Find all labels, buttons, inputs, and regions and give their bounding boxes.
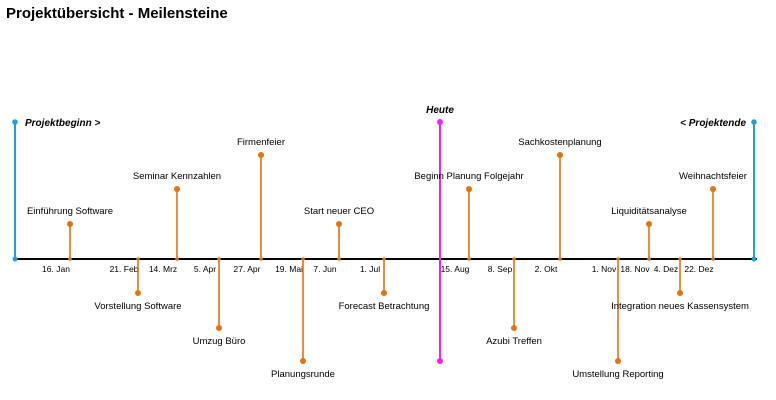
milestone-label: Planungsrunde (271, 369, 335, 380)
milestone-dot (381, 290, 387, 296)
tick-label: 14. Mrz (149, 264, 177, 274)
milestone-label: Einführung Software (27, 206, 113, 217)
milestone-label: Azubi Treffen (486, 336, 542, 347)
milestone-dot (258, 152, 264, 158)
tick-label: 2. Okt (535, 264, 558, 274)
milestone-label: Weihnachtsfeier (679, 171, 747, 182)
page-title: Projektübersicht - Meilensteine (6, 5, 228, 22)
milestone-dot (216, 325, 222, 331)
tick-label: 21. Feb (110, 264, 139, 274)
milestone-label: Umzug Büro (193, 336, 246, 347)
milestone-dot (336, 221, 342, 227)
milestone-label: Firmenfeier (237, 137, 285, 148)
today-bottom-dot (437, 358, 443, 364)
milestone-dot (300, 358, 306, 364)
tick-label: 18. Nov (620, 264, 650, 274)
milestone-dot (135, 290, 141, 296)
milestone-label: Start neuer CEO (304, 206, 374, 217)
tick-label: 4. Dez (654, 264, 679, 274)
milestone-dot (646, 221, 652, 227)
boundary-axis-dot (12, 256, 18, 262)
milestone-label: Liquiditätsanalyse (611, 206, 687, 217)
tick-label: 1. Jul (360, 264, 380, 274)
milestone-label: Seminar Kennzahlen (133, 171, 221, 182)
tick-label: 27. Apr (234, 264, 261, 274)
milestone-dot (557, 152, 563, 158)
today-top-dot (437, 119, 443, 125)
milestone-label: Vorstellung Software (94, 301, 181, 312)
milestone-dot (677, 290, 683, 296)
tick-label: 16. Jan (42, 264, 70, 274)
milestone-dot (710, 186, 716, 192)
tick-label: 15. Aug (441, 264, 470, 274)
milestone-label: Sachkostenplanung (518, 137, 601, 148)
milestone-dot (511, 325, 517, 331)
boundary-dot (751, 119, 757, 125)
milestone-label: Integration neues Kassensystem (611, 301, 749, 312)
tick-label: 7. Jun (313, 264, 336, 274)
boundary-axis-dot (751, 256, 757, 262)
tick-label: 5. Apr (194, 264, 216, 274)
today-label: Heute (426, 105, 454, 116)
milestone-dot (615, 358, 621, 364)
milestone-dot (466, 186, 472, 192)
milestone-label: Forecast Betrachtung (339, 301, 430, 312)
milestone-label: Beginn Planung Folgejahr (414, 171, 523, 182)
tick-label: 22. Dez (684, 264, 713, 274)
tick-label: 19. Mai (275, 264, 303, 274)
tick-label: 1. Nov (592, 264, 617, 274)
boundary-label: < Projektende (680, 118, 746, 129)
boundary-label: Projektbeginn > (25, 118, 100, 129)
tick-label: 8. Sep (488, 264, 513, 274)
milestone-dot (174, 186, 180, 192)
boundary-dot (12, 119, 18, 125)
milestone-dot (67, 221, 73, 227)
milestone-label: Umstellung Reporting (572, 369, 663, 380)
